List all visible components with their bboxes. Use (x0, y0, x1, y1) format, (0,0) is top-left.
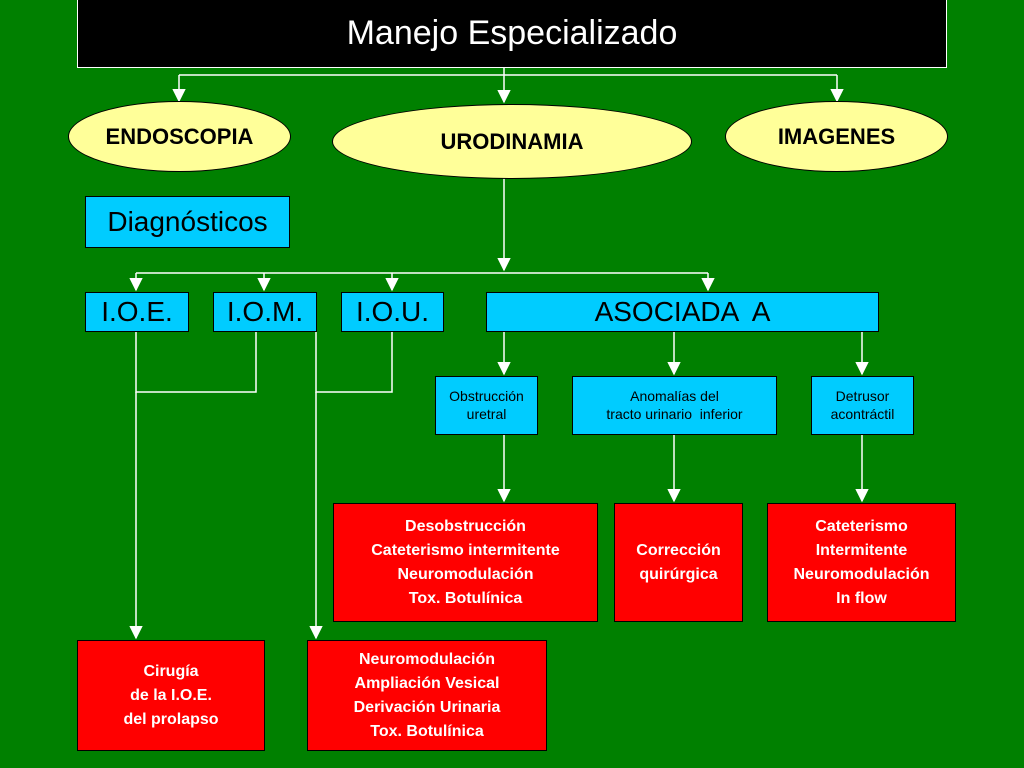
detrusor-line-1: Detrusor (835, 388, 890, 404)
treatment-iom-iou-line-1: Neuromodulación (358, 650, 495, 668)
treatment-anomalias-line-1: Corrección (636, 541, 721, 559)
node-treatment-anomalias: Corrección quirúrgica (614, 503, 743, 622)
anomalias-line-1: Anomalías del (630, 388, 719, 404)
node-anomalias: Anomalías del tracto urinario inferior (572, 376, 777, 435)
node-obstruccion-uretral: Obstrucción uretral (435, 376, 538, 435)
node-treatment-detrusor: Cateterismo Intermitente Neuromodulación… (767, 503, 956, 622)
treatment-detrusor-line-2: Intermitente (815, 541, 908, 559)
treatment-obstruccion-line-3: Neuromodulación (397, 565, 534, 583)
node-treatment-iom-iou: Neuromodulación Ampliación Vesical Deriv… (307, 640, 547, 751)
detrusor-line-2: acontráctil (830, 405, 895, 422)
obstruccion-line-2: uretral (466, 405, 507, 422)
treatment-obstruccion-line-1: Desobstrucción (405, 517, 526, 535)
page-title: Manejo Especializado (77, 0, 947, 68)
connector-ioe-iom (135, 332, 257, 393)
treatment-obstruccion-line-2: Cateterismo intermitente (371, 541, 560, 559)
treatment-anomalias-line-2: quirúrgica (639, 565, 718, 583)
treatment-detrusor-line-4: In flow (836, 589, 887, 607)
node-treatment-obstruccion: Desobstrucción Cateterismo intermitente … (333, 503, 598, 622)
node-imagenes: IMAGENES (725, 101, 948, 172)
treatment-iom-iou-line-4: Tox. Botulínica (370, 722, 484, 740)
node-diagnosticos: Diagnósticos (85, 196, 290, 248)
node-treatment-ioe: Cirugía de la I.O.E. del prolapso (77, 640, 265, 751)
treatment-detrusor-line-3: Neuromodulación (793, 565, 930, 583)
treatment-ioe-line-2: de la I.O.E. (130, 686, 212, 704)
treatment-ioe-line-1: Cirugía (143, 662, 199, 680)
treatment-iom-iou-line-2: Ampliación Vesical (354, 674, 500, 692)
obstruccion-line-1: Obstrucción (449, 388, 524, 404)
node-urodinamia: URODINAMIA (332, 104, 692, 179)
treatment-iom-iou-line-3: Derivación Urinaria (353, 698, 501, 716)
node-iom: I.O.M. (213, 292, 317, 332)
node-detrusor: Detrusor acontráctil (811, 376, 914, 435)
node-endoscopia: ENDOSCOPIA (68, 101, 291, 172)
node-ioe: I.O.E. (85, 292, 189, 332)
connector-iom-iou (315, 332, 393, 393)
node-asociada: ASOCIADA A (486, 292, 879, 332)
treatment-detrusor-line-1: Cateterismo (815, 517, 908, 535)
treatment-obstruccion-line-4: Tox. Botulínica (408, 589, 523, 607)
asociada-label: ASOCIADA A (594, 296, 771, 327)
anomalias-line-2: tracto urinario inferior (606, 405, 743, 422)
node-iou: I.O.U. (341, 292, 444, 332)
treatment-ioe-line-3: del prolapso (123, 710, 219, 728)
